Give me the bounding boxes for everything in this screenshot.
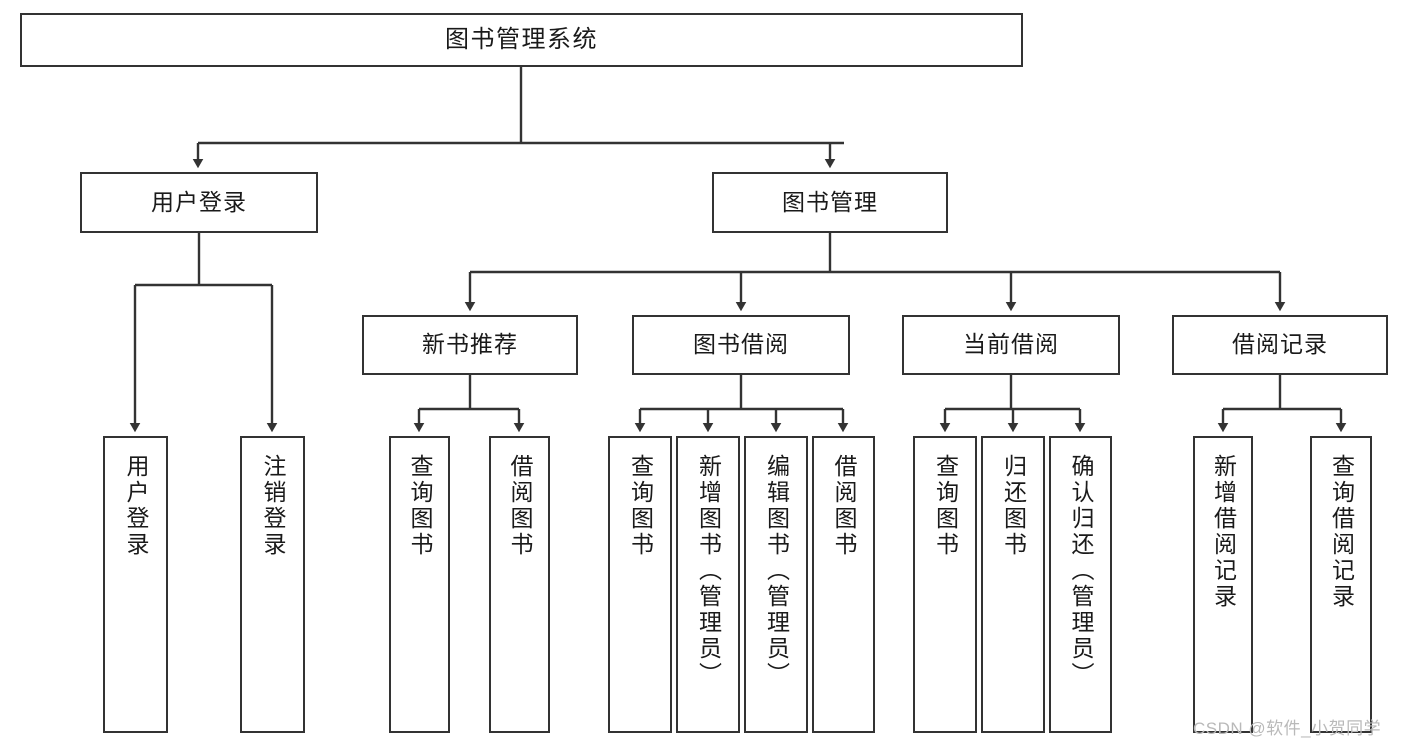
node-leaf-return-book-label: 归还图书 xyxy=(1000,454,1027,558)
node-new-book-rec[interactable]: 新书推荐 xyxy=(362,315,578,375)
node-leaf-query-book-rec[interactable]: 查询图书 xyxy=(389,436,450,733)
node-leaf-edit-book[interactable]: 编辑图书（管理员） xyxy=(744,436,808,733)
node-leaf-add-book-label: 新增图书（管理员） xyxy=(695,454,722,688)
node-root-label: 图书管理系统 xyxy=(445,25,598,53)
node-leaf-borrow-book-rec-label: 借阅图书 xyxy=(507,454,533,558)
node-leaf-edit-book-label: 编辑图书（管理员） xyxy=(763,454,790,688)
node-leaf-query-record[interactable]: 查询借阅记录 xyxy=(1310,436,1372,733)
node-book-manage[interactable]: 图书管理 xyxy=(712,172,948,233)
node-leaf-query-book-cur[interactable]: 查询图书 xyxy=(913,436,977,733)
node-leaf-return-book[interactable]: 归还图书 xyxy=(981,436,1045,733)
node-leaf-user-login-label: 用户登录 xyxy=(123,454,149,558)
node-current-borrow-label: 当前借阅 xyxy=(963,331,1059,358)
node-borrow-record[interactable]: 借阅记录 xyxy=(1172,315,1388,375)
node-leaf-add-book[interactable]: 新增图书（管理员） xyxy=(676,436,740,733)
node-leaf-logout-label: 注销登录 xyxy=(260,454,286,558)
node-leaf-query-book-borrow-label: 查询图书 xyxy=(627,454,654,558)
node-leaf-logout[interactable]: 注销登录 xyxy=(240,436,305,733)
node-user-login[interactable]: 用户登录 xyxy=(80,172,318,233)
node-book-borrow[interactable]: 图书借阅 xyxy=(632,315,850,375)
node-leaf-add-record[interactable]: 新增借阅记录 xyxy=(1193,436,1253,733)
node-leaf-query-book-borrow[interactable]: 查询图书 xyxy=(608,436,672,733)
node-borrow-record-label: 借阅记录 xyxy=(1232,331,1328,358)
node-leaf-user-login[interactable]: 用户登录 xyxy=(103,436,168,733)
node-leaf-borrow-book-rec[interactable]: 借阅图书 xyxy=(489,436,550,733)
node-book-borrow-label: 图书借阅 xyxy=(693,331,789,358)
node-leaf-borrow-book-label: 借阅图书 xyxy=(831,454,857,558)
node-leaf-query-book-rec-label: 查询图书 xyxy=(407,454,433,558)
node-leaf-borrow-book[interactable]: 借阅图书 xyxy=(812,436,875,733)
node-leaf-confirm-return-label: 确认归还（管理员） xyxy=(1068,454,1094,688)
node-leaf-confirm-return[interactable]: 确认归还（管理员） xyxy=(1049,436,1112,733)
node-user-login-label: 用户登录 xyxy=(151,188,247,215)
node-leaf-query-record-label: 查询借阅记录 xyxy=(1328,454,1355,610)
node-book-manage-label: 图书管理 xyxy=(782,188,878,215)
node-root[interactable]: 图书管理系统 xyxy=(20,13,1023,67)
node-leaf-add-record-label: 新增借阅记录 xyxy=(1210,454,1237,610)
node-leaf-query-book-cur-label: 查询图书 xyxy=(932,454,959,558)
node-current-borrow[interactable]: 当前借阅 xyxy=(902,315,1120,375)
node-new-book-rec-label: 新书推荐 xyxy=(422,331,518,358)
